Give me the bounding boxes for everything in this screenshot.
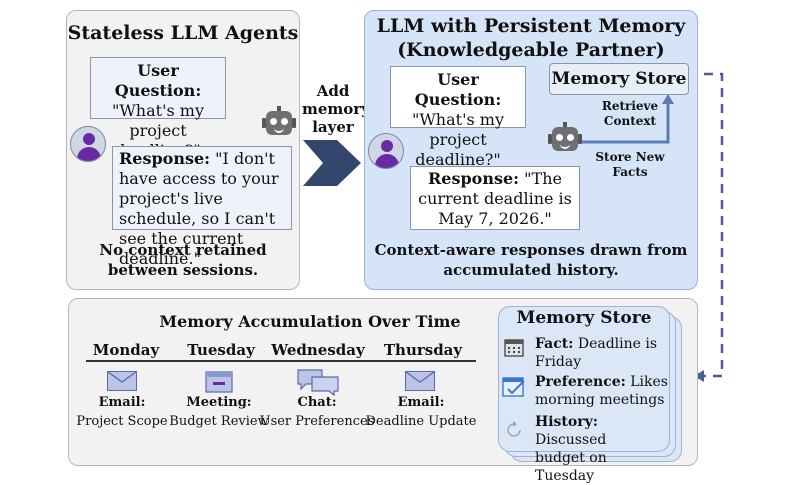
day-monday-desc: Project Scope — [76, 414, 168, 429]
left-question-label: User Question: — [114, 61, 202, 100]
preference-text2: morning meetings — [535, 392, 665, 408]
day-wednesday-type: Chat: — [297, 395, 337, 410]
day-thursday-desc: Deadline Update — [365, 414, 477, 429]
day-monday: Monday — [92, 341, 160, 359]
right-question-label: User Question: — [414, 70, 502, 109]
memory-history-row: History: Discussed budget on Tuesday — [535, 413, 670, 485]
retrieve-line1: Retrieve — [601, 99, 659, 113]
day-thursday-type: Email: — [397, 395, 445, 410]
store-line1: Store New — [595, 150, 665, 164]
envelope-icon — [405, 371, 435, 391]
timeline-title: Memory Accumulation Over Time — [159, 312, 461, 331]
right-response-bubble: Response: "The current deadline is May 7… — [410, 166, 580, 230]
right-caption: Context-aware responses drawn from accum… — [364, 240, 698, 280]
preference-label: Preference: — [535, 374, 626, 390]
persistent-title: LLM with Persistent Memory (Knowledgeabl… — [364, 14, 698, 62]
right-response-label: Response: — [428, 169, 520, 188]
persistent-title-line1: LLM with Persistent Memory — [376, 15, 686, 37]
calendar-icon — [205, 371, 233, 393]
left-caption-line1: No context retained — [99, 241, 267, 259]
arrow-label-line3: layer — [312, 118, 354, 136]
fact-label: Fact: — [535, 336, 574, 352]
left-response-bubble: Response: "I don't have access to your p… — [112, 146, 292, 268]
fact-text2: Friday — [535, 354, 582, 370]
store-line2: Facts — [612, 165, 648, 179]
fact-text1: Deadline is — [573, 336, 658, 352]
envelope-icon — [107, 371, 137, 391]
day-monday-type: Email: — [98, 395, 146, 410]
persistent-title-line2: (Knowledgeable Partner) — [397, 39, 665, 61]
checkmark-window-icon — [502, 377, 525, 397]
preference-text1: Likes — [625, 374, 668, 390]
add-memory-layer-label: Add memory layer — [302, 82, 370, 136]
day-tuesday-type: Meeting: — [186, 395, 252, 410]
day-wednesday: Wednesday — [271, 341, 365, 359]
history-text1: Discussed — [535, 432, 607, 448]
calendar-icon — [504, 339, 524, 357]
arrow-label-line2: memory — [302, 100, 370, 118]
history-label: History: — [535, 414, 598, 430]
right-caption-line1: Context-aware responses drawn from — [374, 241, 688, 259]
history-icon — [507, 421, 521, 437]
day-tuesday: Tuesday — [187, 341, 255, 359]
memory-card-title: Memory Store — [516, 308, 652, 328]
retrieve-store-loop-arrow-icon — [582, 94, 674, 144]
right-response-text: "The current deadline is May 7, 2026." — [418, 169, 572, 228]
robot-icon — [262, 106, 296, 136]
left-caption: No context retained between sessions. — [66, 240, 300, 280]
day-thursday: Thursday — [383, 341, 463, 359]
right-question-bubble: User Question: "What's my project deadli… — [390, 66, 526, 169]
memory-fact-row: Fact: Deadline is Friday — [535, 335, 667, 371]
retrieve-context-label: Retrieve Context — [592, 99, 668, 129]
right-chevron-arrow-icon — [303, 140, 361, 186]
left-response-text: "I don't have access to your project's l… — [119, 149, 279, 268]
persistent-memory-panel — [364, 10, 698, 290]
memory-store-card — [498, 306, 670, 452]
chat-bubbles-icon — [297, 369, 339, 396]
left-caption-line2: between sessions. — [107, 261, 259, 279]
left-response-label: Response: — [119, 149, 211, 168]
day-wednesday-desc: User Preferences — [259, 414, 375, 429]
dashed-feedback-arrow-icon — [694, 72, 724, 382]
timeline-line — [86, 360, 476, 362]
user-avatar-icon — [368, 133, 404, 169]
robot-icon — [548, 122, 582, 152]
stateless-title: Stateless LLM Agents — [67, 22, 299, 44]
memory-preference-row: Preference: Likes morning meetings — [535, 373, 670, 409]
day-tuesday-desc: Budget Review — [169, 414, 269, 429]
store-new-facts-label: Store New Facts — [592, 150, 668, 180]
memory-store-box: Memory Store — [549, 63, 689, 95]
arrow-label-line1: Add — [316, 82, 350, 100]
right-caption-line2: accumulated history. — [443, 261, 619, 279]
left-question-bubble: User Question: "What's my project deadli… — [90, 57, 226, 160]
right-question-text: "What's my project deadline?" — [412, 110, 504, 169]
retrieve-line2: Context — [603, 114, 657, 128]
user-avatar-icon — [70, 126, 106, 162]
history-text2: budget on Tuesday — [535, 450, 607, 484]
